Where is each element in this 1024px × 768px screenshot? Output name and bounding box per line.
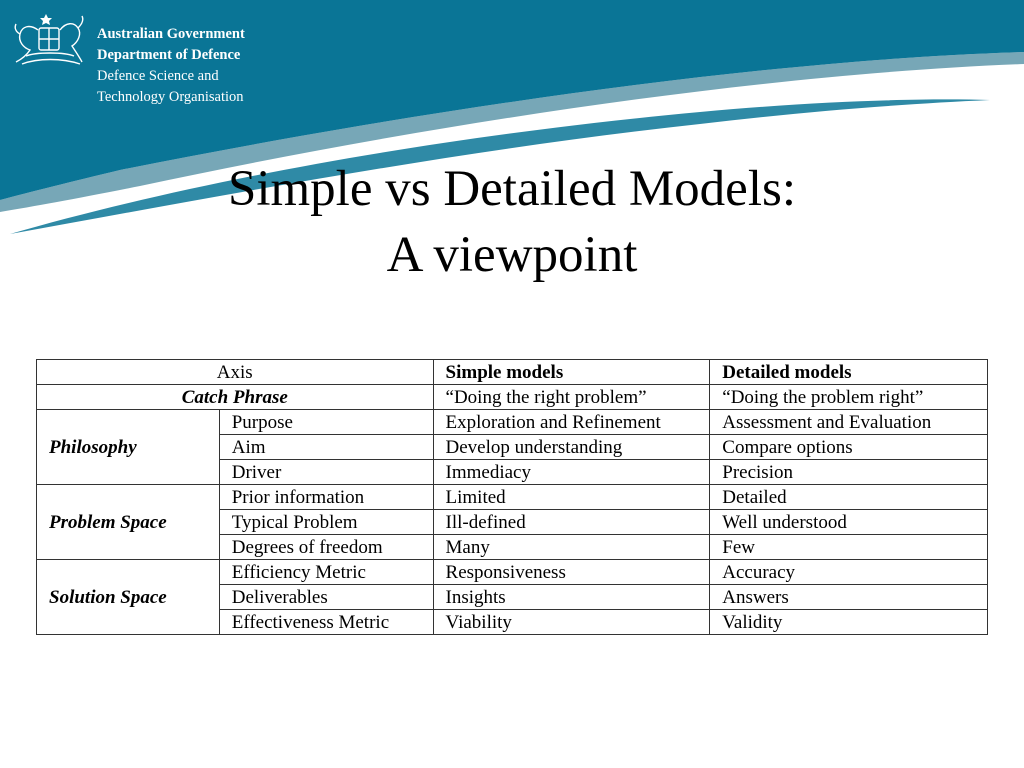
header-band-shape <box>0 0 1024 200</box>
table-cell: Efficiency Metric <box>218 559 434 585</box>
header-band <box>0 0 1024 235</box>
table-row: Problem Space Prior information Limited … <box>36 484 988 560</box>
table-cell: Effectiveness Metric <box>218 609 434 635</box>
table-cell: Limited <box>432 484 711 510</box>
header-swoosh-dark <box>0 52 1024 212</box>
table-row-catch-phrase: Catch Phrase “Doing the right problem” “… <box>36 384 988 410</box>
header-simple-models: Simple models <box>432 359 711 385</box>
table-row: Typical Problem Ill-defined Well underst… <box>37 509 988 535</box>
table-cell: Few <box>709 534 988 560</box>
table-cell: Prior information <box>218 484 434 510</box>
table-cell: Precision <box>709 459 988 485</box>
table-cell: Well understood <box>709 509 988 535</box>
table-cell: Typical Problem <box>218 509 434 535</box>
table-row: Effectiveness Metric Viability Validity <box>37 609 988 635</box>
org-line-agency-1: Defence Science and <box>97 68 219 84</box>
org-line-department: Department of Defence <box>97 47 241 63</box>
table-cell: Assessment and Evaluation <box>709 409 988 435</box>
catch-phrase-label: Catch Phrase <box>36 384 434 410</box>
table-cell: Responsiveness <box>432 559 711 585</box>
table-cell: Purpose <box>218 409 434 435</box>
table-cell: Ill-defined <box>432 509 711 535</box>
header-axis: Axis <box>36 359 434 385</box>
header-detailed-models: Detailed models <box>709 359 988 385</box>
table-row: Driver Immediacy Precision <box>37 459 988 485</box>
group-label-problem-space: Problem Space <box>36 484 220 560</box>
table-cell: Detailed <box>709 484 988 510</box>
slide-title: Simple vs Detailed Models: A viewpoint <box>0 156 1024 288</box>
table-cell: Degrees of freedom <box>218 534 434 560</box>
table-cell: Validity <box>709 609 988 635</box>
group-label-philosophy: Philosophy <box>36 409 220 485</box>
table-cell: Accuracy <box>709 559 988 585</box>
coat-of-arms-icon <box>14 14 84 65</box>
table-cell: Immediacy <box>432 459 711 485</box>
table-row: Philosophy Purpose Exploration and Refin… <box>36 409 988 485</box>
slide-title-line-2: A viewpoint <box>386 227 638 283</box>
table-cell: Viability <box>432 609 711 635</box>
slide-title-line-1: Simple vs Detailed Models: <box>227 161 797 217</box>
table-cell: Many <box>432 534 711 560</box>
table-cell: Answers <box>709 584 988 610</box>
table-cell: “Doing the problem right” <box>709 384 988 410</box>
organisation-name: Australian Government Department of Defe… <box>97 24 245 108</box>
table-row: Solution Space Efficiency Metric Respons… <box>36 559 988 635</box>
table-cell: Exploration and Refinement <box>432 409 711 435</box>
comparison-table: Axis Simple models Detailed models Catch… <box>36 359 988 635</box>
table-cell: Driver <box>218 459 434 485</box>
table-cell: Compare options <box>709 434 988 460</box>
table-cell: “Doing the right problem” <box>432 384 711 410</box>
table-row: Degrees of freedom Many Few <box>37 534 988 560</box>
table-header-row: Axis Simple models Detailed models <box>36 359 988 385</box>
table-cell: Insights <box>432 584 711 610</box>
table-cell: Aim <box>218 434 434 460</box>
org-line-agency-2: Technology Organisation <box>97 89 244 105</box>
table-cell: Deliverables <box>218 584 434 610</box>
group-label-solution-space: Solution Space <box>36 559 220 635</box>
table-cell: Develop understanding <box>432 434 711 460</box>
org-line-government: Australian Government <box>97 26 245 42</box>
